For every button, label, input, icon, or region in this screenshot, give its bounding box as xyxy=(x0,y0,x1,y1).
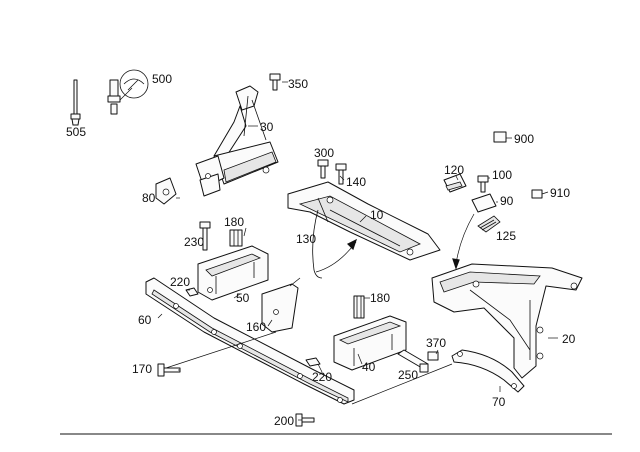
label-350: 350 xyxy=(288,77,308,91)
screw-100 xyxy=(477,175,489,193)
label-140: 140 xyxy=(346,175,366,189)
bracket-180-lower xyxy=(353,295,365,319)
label-90: 90 xyxy=(500,194,514,208)
sensor-125 xyxy=(477,215,501,233)
crossmember-10 xyxy=(287,181,441,261)
nut-370 xyxy=(427,351,439,361)
clip-220-lower xyxy=(305,357,321,367)
holder-160 xyxy=(261,277,301,333)
label-370: 370 xyxy=(426,336,446,350)
label-100: 100 xyxy=(492,168,512,182)
label-10: 10 xyxy=(370,208,384,222)
label-60: 60 xyxy=(138,313,152,327)
label-505: 505 xyxy=(66,125,86,139)
label-30: 30 xyxy=(260,120,274,134)
label-500: 500 xyxy=(152,72,172,86)
label-900: 900 xyxy=(514,132,534,146)
bolt-250 xyxy=(397,349,429,373)
cap-910 xyxy=(531,189,543,199)
clip-220-left xyxy=(185,287,199,297)
bracket-180-upper xyxy=(229,229,243,247)
bumper-60 xyxy=(145,277,355,405)
bolt-505 xyxy=(70,79,81,126)
label-180-lower: 180 xyxy=(370,291,390,305)
frame-20 xyxy=(431,263,583,379)
strut-70 xyxy=(451,349,525,393)
label-80: 80 xyxy=(142,191,156,205)
cable-130 xyxy=(312,209,323,279)
label-230: 230 xyxy=(184,235,204,249)
label-70: 70 xyxy=(492,395,506,409)
label-910: 910 xyxy=(550,186,570,200)
label-120: 120 xyxy=(444,163,464,177)
label-50: 50 xyxy=(236,291,250,305)
cap-900 xyxy=(493,131,507,143)
label-300: 300 xyxy=(314,146,334,160)
clip-500 xyxy=(107,69,149,115)
bracket-80 xyxy=(155,177,177,205)
screw-170 xyxy=(157,363,181,377)
label-250: 250 xyxy=(398,368,418,382)
bracket-50 xyxy=(197,245,269,301)
label-160: 160 xyxy=(246,320,266,334)
bolt-230 xyxy=(199,221,211,251)
label-20: 20 xyxy=(562,332,576,346)
clip-90 xyxy=(471,193,497,213)
screw-300 xyxy=(317,159,329,179)
label-170: 170 xyxy=(132,362,152,376)
label-40: 40 xyxy=(362,360,376,374)
leader-lines xyxy=(119,81,558,421)
label-130: 130 xyxy=(296,232,316,246)
bracket-40 xyxy=(333,315,407,371)
screw-350 xyxy=(269,73,281,91)
clip-120 xyxy=(443,173,467,193)
label-200: 200 xyxy=(274,414,294,428)
screw-140 xyxy=(335,163,347,185)
label-220-lower: 220 xyxy=(312,370,332,384)
label-125: 125 xyxy=(496,229,516,243)
label-180-upper: 180 xyxy=(224,215,244,229)
bracket-30 xyxy=(195,85,279,197)
label-220-left: 220 xyxy=(170,275,190,289)
